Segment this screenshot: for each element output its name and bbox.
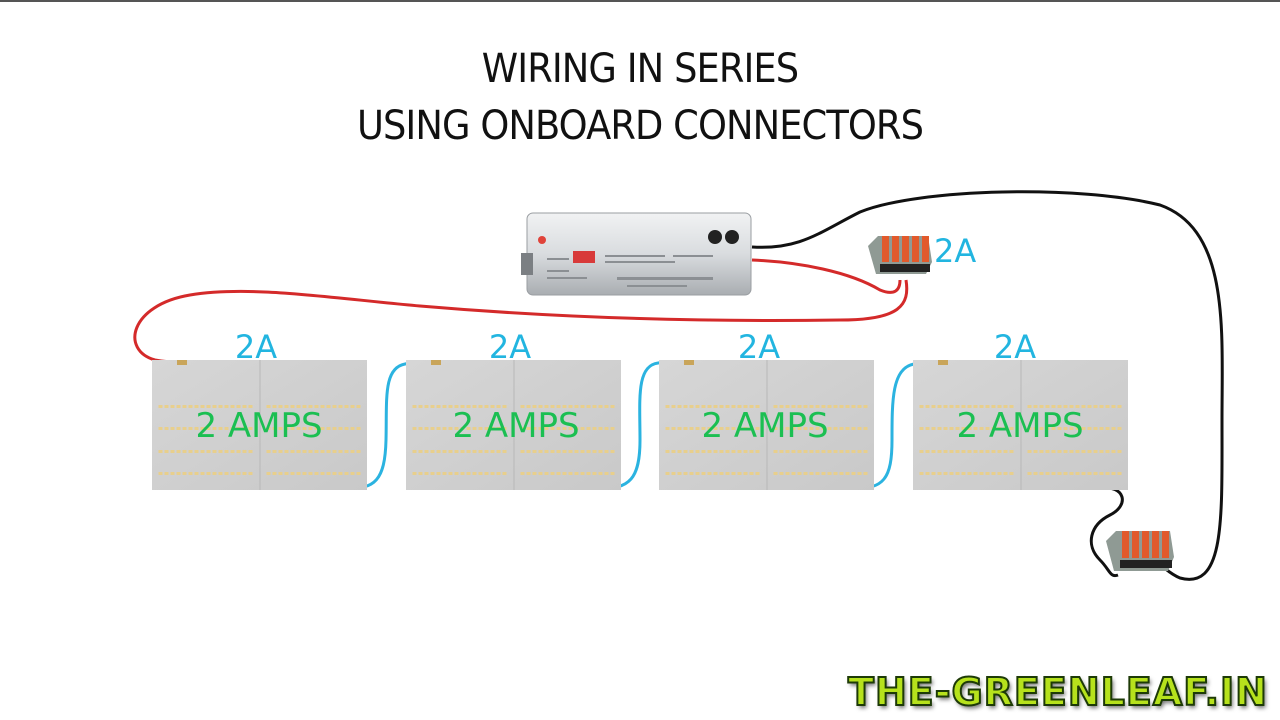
lever-connector-bottom — [1106, 531, 1174, 571]
negative-wire-main — [751, 190, 1224, 581]
led-driver — [521, 212, 752, 296]
title-line-1: WIRING IN SERIES — [481, 46, 799, 92]
board-current-label: 2A — [489, 328, 531, 366]
led-board: 2 AMPS 2A — [406, 328, 621, 491]
title-line-2: USING ONBOARD CONNECTORS — [356, 103, 924, 149]
led-board: 2 AMPS 2A — [152, 328, 367, 491]
power-supply-icon — [526, 212, 752, 296]
board-current-label: 2A — [994, 328, 1036, 366]
led-board: 2 AMPS 2A — [659, 328, 874, 491]
board-label: 2 AMPS — [956, 406, 1083, 446]
board-label: 2 AMPS — [195, 406, 322, 446]
positive-wire-driver — [751, 258, 902, 294]
positive-wire-board — [133, 279, 909, 364]
board-current-label: 2A — [235, 328, 277, 366]
board-current-label: 2A — [738, 328, 780, 366]
watermark-logo: THE-GREENLEAF.IN — [847, 669, 1268, 715]
top-border — [0, 0, 1280, 2]
board-label: 2 AMPS — [452, 406, 579, 446]
board-label: 2 AMPS — [701, 406, 828, 446]
connector-current-label: 2A — [934, 232, 976, 270]
negative-wire-board — [1089, 486, 1124, 578]
led-board: 2 AMPS 2A — [913, 328, 1128, 491]
led-boards: 2 AMPS 2A 2 AMPS 2A 2 AMPS 2A — [152, 328, 1128, 491]
lever-connector-top — [868, 236, 932, 274]
